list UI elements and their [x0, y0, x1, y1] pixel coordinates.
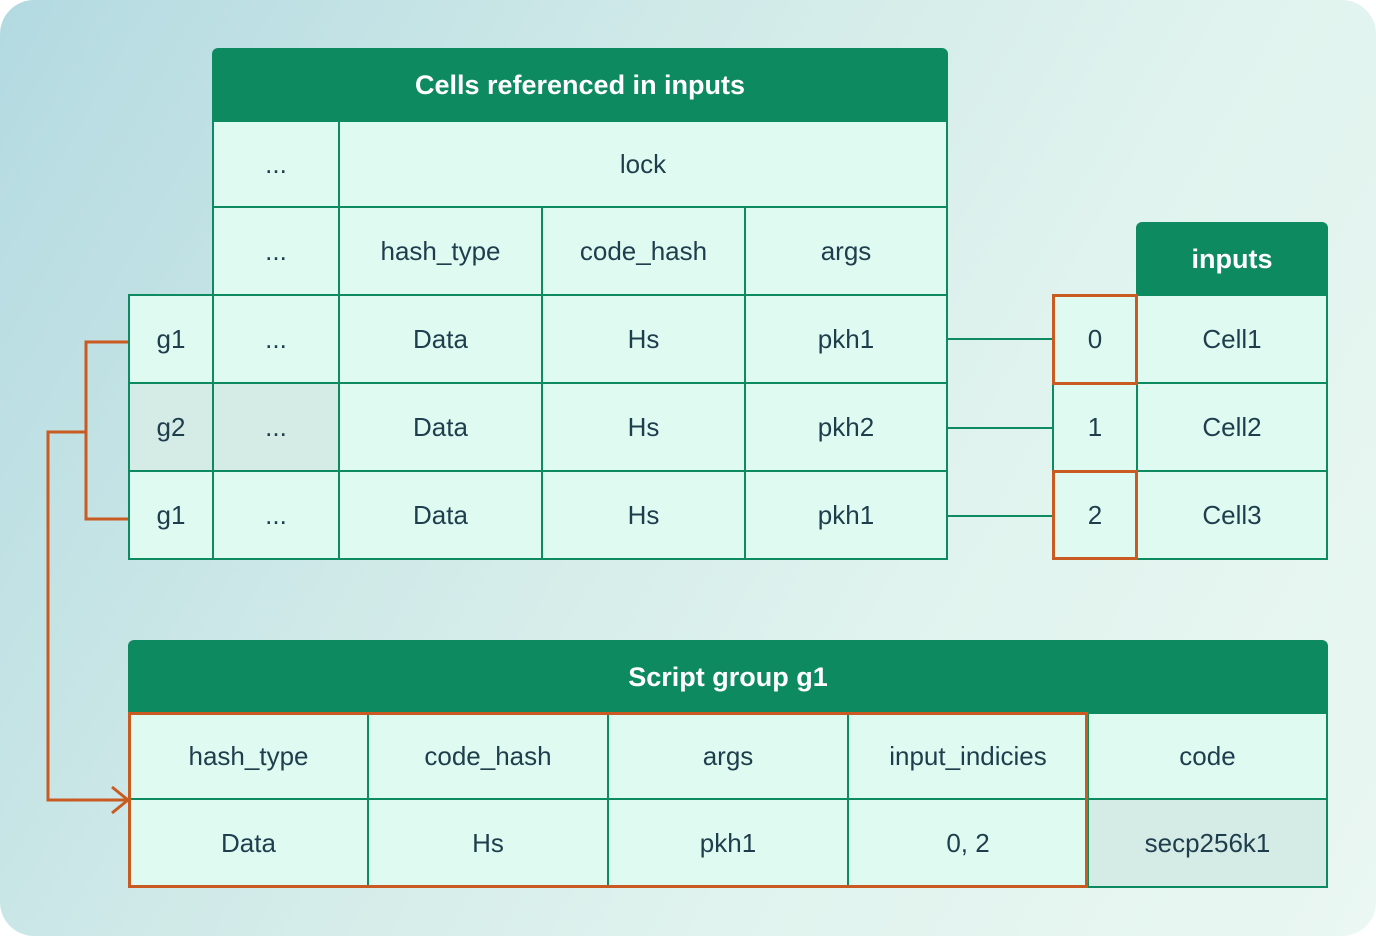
table-cell: ...	[212, 382, 340, 472]
header-lock: lock	[338, 120, 948, 208]
script-value-input-indicies: 0, 2	[847, 798, 1089, 888]
table-cell: pkh2	[744, 382, 948, 472]
table-cell: Hs	[541, 382, 746, 472]
input-index: 0	[1052, 294, 1138, 384]
table-cell: ...	[212, 470, 340, 560]
input-index: 2	[1052, 470, 1138, 560]
header-ellipsis: ...	[212, 120, 340, 208]
input-cell: Cell3	[1136, 470, 1328, 560]
input-index: 1	[1052, 382, 1138, 472]
row-group-label: g1	[128, 470, 214, 560]
script-value-code: secp256k1	[1087, 798, 1328, 888]
cells-table-title: Cells referenced in inputs	[212, 48, 948, 122]
table-cell: Data	[338, 294, 543, 384]
inputs-table-title: inputs	[1136, 222, 1328, 296]
header-args: args	[744, 206, 948, 296]
script-header-code-hash: code_hash	[367, 712, 609, 800]
group-arrow-path	[46, 430, 126, 802]
table-cell: Hs	[541, 294, 746, 384]
header-code-hash: code_hash	[541, 206, 746, 296]
script-group-title: Script group g1	[128, 640, 1328, 714]
table-cell: Hs	[541, 470, 746, 560]
script-value-hash-type: Data	[128, 798, 369, 888]
script-header-code: code	[1087, 712, 1328, 800]
script-value-args: pkh1	[607, 798, 849, 888]
group-bracket	[84, 340, 129, 521]
input-cell: Cell2	[1136, 382, 1328, 472]
header-hash-type: hash_type	[338, 206, 543, 296]
header-ellipsis: ...	[212, 206, 340, 296]
row-group-label: g2	[128, 382, 214, 472]
table-cell: Data	[338, 382, 543, 472]
script-header-args: args	[607, 712, 849, 800]
input-cell: Cell1	[1136, 294, 1328, 384]
script-value-code-hash: Hs	[367, 798, 609, 888]
row-group-label: g1	[128, 294, 214, 384]
script-header-input-indicies: input_indicies	[847, 712, 1089, 800]
table-cell: pkh1	[744, 294, 948, 384]
script-header-hash-type: hash_type	[128, 712, 369, 800]
table-cell: pkh1	[744, 470, 948, 560]
table-cell: ...	[212, 294, 340, 384]
table-cell: Data	[338, 470, 543, 560]
